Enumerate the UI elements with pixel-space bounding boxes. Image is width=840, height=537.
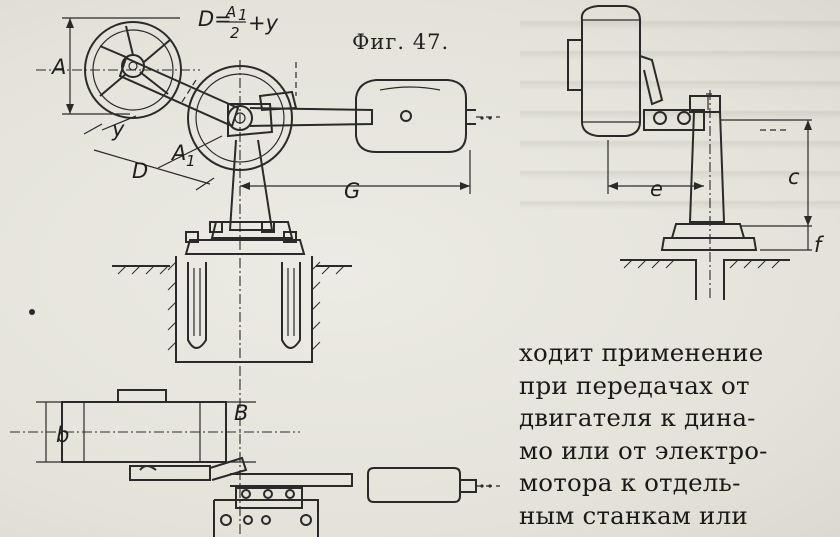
formula-lhs: D=: [198, 7, 232, 31]
counterweight: [355, 79, 467, 153]
front-elevation-view: [36, 17, 500, 380]
formula-numerator: A: [225, 3, 236, 21]
column: [228, 139, 274, 231]
formula-rhs: +y: [248, 11, 279, 35]
lever-arm: [249, 107, 373, 127]
plan-counterweight: [367, 467, 461, 503]
bleed-through-text: [520, 0, 840, 210]
text-line: мотора к отдель-: [519, 468, 741, 497]
side-pulley: [580, 5, 641, 137]
body-text-column: ходит применение при передачах от двигат…: [519, 337, 839, 532]
formula: D= A 1 2 +y: [198, 3, 279, 42]
text-line: при передачах от: [519, 370, 750, 400]
figure-title: Фиг. 47.: [352, 30, 450, 54]
label-b: b: [56, 423, 69, 447]
link-arm: [118, 56, 240, 128]
label-f: f: [814, 233, 825, 257]
label-e: e: [650, 177, 663, 201]
formula-numerator-sub: 1: [238, 6, 248, 24]
text-line: ным станкам или: [519, 500, 748, 530]
text-line: мо или от электро-: [519, 435, 768, 465]
label-A1-sub: 1: [186, 152, 196, 170]
label-A: A: [50, 55, 66, 79]
label-G: G: [344, 179, 360, 203]
formula-denominator: 2: [230, 24, 240, 42]
plan-view: [10, 309, 500, 537]
foundation: [175, 256, 313, 363]
base-bolts: [185, 221, 297, 243]
label-y: y: [111, 117, 125, 141]
side-column: [688, 111, 726, 223]
text-line: ходит применение: [519, 338, 764, 367]
label-c: c: [788, 165, 800, 189]
label-A1: A: [170, 141, 186, 165]
side-elevation-view: [567, 5, 812, 300]
label-B: B: [234, 401, 248, 425]
text-line: двигателя к дина-: [519, 403, 756, 432]
label-D: D: [132, 159, 148, 183]
